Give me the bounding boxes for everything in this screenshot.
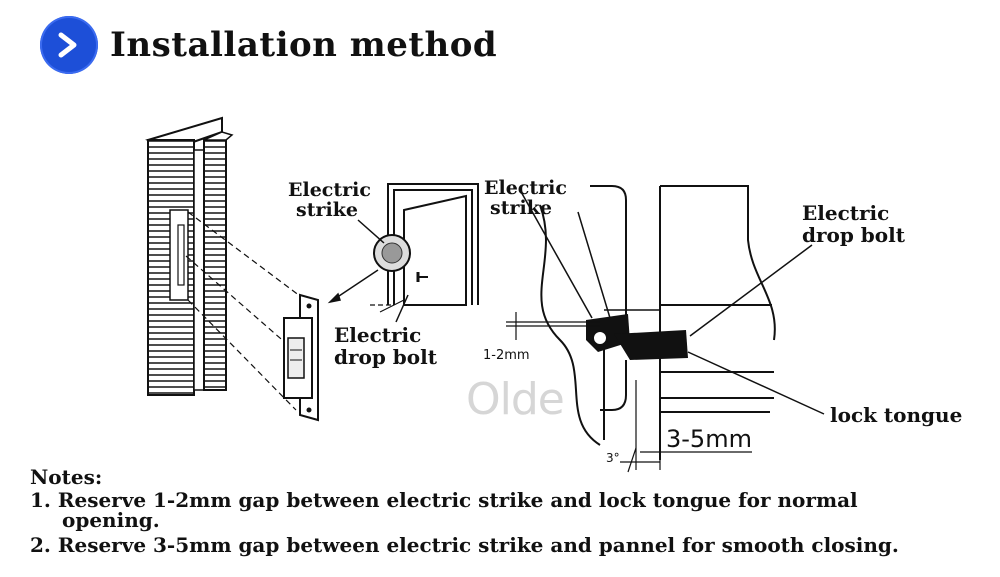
pointer-lines-right: [519, 189, 825, 415]
note-1-continued: opening.: [62, 508, 160, 532]
label-electric-strike-left: Electric strike: [288, 179, 371, 221]
strike-bolt-detail: [586, 309, 688, 360]
note-2: 2. Reserve 3-5mm gap between electric st…: [30, 533, 899, 557]
label-drop-bolt-left: Electric drop bolt: [334, 323, 437, 369]
gap-dimension-small: [506, 312, 600, 340]
magnifier-icon: [373, 234, 411, 272]
chevron-right-icon: [40, 16, 98, 74]
pointer-lines-center: [327, 219, 409, 323]
note-1: 1. Reserve 1-2mm gap between electric st…: [30, 488, 858, 512]
door-frame-profile: [145, 116, 234, 396]
guide-lines: [185, 211, 301, 411]
page-title: Installation method: [110, 25, 498, 65]
section-header: Installation method: [40, 14, 497, 76]
label-gap-1-2mm: 1-2mm: [483, 348, 530, 363]
watermark-text: Olde: [466, 374, 565, 425]
label-drop-bolt-right: Electric drop bolt: [802, 201, 905, 247]
notes-heading: Notes:: [30, 465, 103, 489]
label-electric-strike-center: Electric strike: [484, 177, 567, 219]
notes-section: Notes: 1. Reserve 1-2mm gap between elec…: [30, 466, 990, 557]
label-lock-tongue: lock tongue: [830, 403, 963, 427]
electric-strike-plate: [283, 293, 319, 422]
frame-section-detail: [539, 185, 776, 460]
label-angle: 3°: [606, 451, 620, 465]
gap-dimension-large: [620, 380, 752, 473]
label-gap-3-5mm: 3-5mm: [666, 425, 752, 453]
